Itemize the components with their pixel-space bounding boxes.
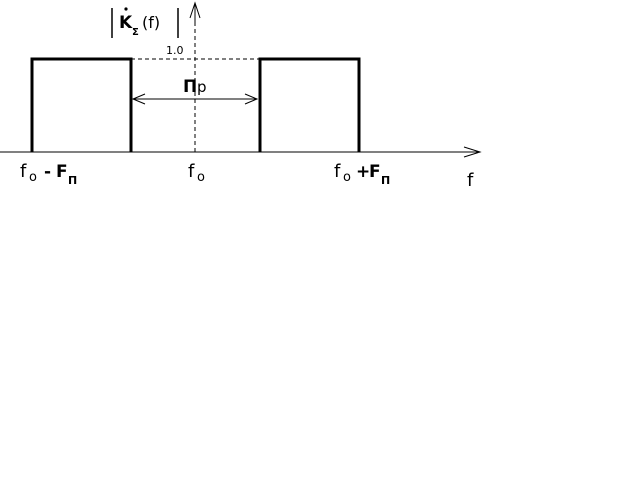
level-label: 1.0 <box>166 44 184 57</box>
x-axis-label: f <box>467 170 474 191</box>
right-passband <box>258 57 361 152</box>
x-axis-arrowhead <box>463 146 482 158</box>
right-label-F: F <box>369 162 381 182</box>
y-axis-arrowhead <box>189 1 201 19</box>
y-axis-label-subscript: Σ <box>132 27 139 38</box>
left-label-f-subscript: o <box>29 170 37 185</box>
right-label-f: f <box>334 161 341 182</box>
right-label-operator: + <box>356 162 370 182</box>
center-label: f <box>188 161 195 182</box>
left-label-F: F <box>56 162 68 182</box>
y-axis-label: K <box>119 13 133 33</box>
right-label-f-subscript: o <box>343 170 351 185</box>
left-label-F-subscript: Π <box>68 174 77 187</box>
band-width-arrowhead-right <box>244 93 259 105</box>
left-passband <box>30 57 133 152</box>
k-dot-accent <box>124 7 128 11</box>
right-label-F-subscript: Π <box>381 174 390 187</box>
left-label-f: f <box>20 161 27 182</box>
y-axis-label-arg: (f) <box>142 13 160 32</box>
left-label-operator: - <box>44 162 51 182</box>
band-width-arrowhead-left <box>131 93 146 105</box>
center-label-subscript: o <box>197 170 205 185</box>
band-label: Π <box>183 77 197 97</box>
band-label-subscript: p <box>197 78 207 96</box>
